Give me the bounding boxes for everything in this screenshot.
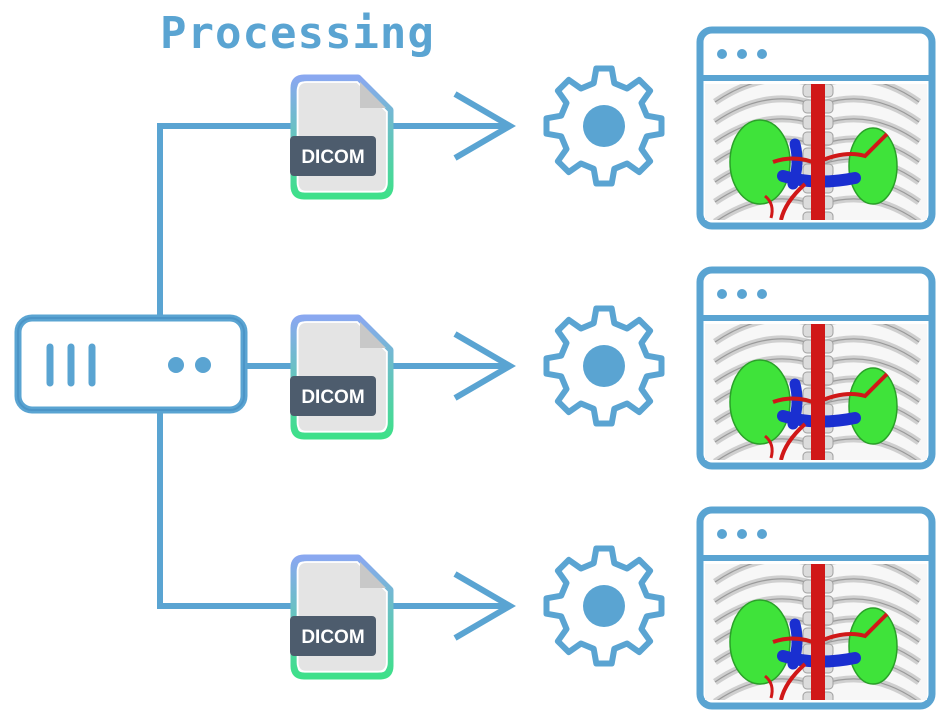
connector-top bbox=[157, 123, 305, 318]
server-led-1 bbox=[168, 357, 184, 373]
arrow-right-icon bbox=[453, 91, 516, 161]
browser-window-icon bbox=[696, 266, 936, 470]
window-dot bbox=[717, 49, 727, 59]
dicom-file-icon: DICOM bbox=[290, 554, 394, 680]
gear-icon bbox=[543, 305, 665, 427]
window-dot bbox=[717, 529, 727, 539]
window-dot bbox=[757, 289, 767, 299]
window-dot bbox=[737, 49, 747, 59]
dicom-label: DICOM bbox=[301, 627, 364, 648]
window-dot bbox=[717, 289, 727, 299]
vascular-render-image bbox=[705, 84, 927, 220]
connector-lines bbox=[157, 123, 508, 609]
window-dot bbox=[757, 49, 767, 59]
server-icon bbox=[14, 314, 248, 414]
diagram-title: Processing bbox=[160, 8, 435, 59]
vascular-render-image bbox=[705, 324, 927, 460]
dicom-label-box bbox=[290, 136, 376, 176]
gear-icon bbox=[543, 545, 665, 667]
processing-row: DICOM bbox=[290, 26, 936, 230]
arrow-right-icon bbox=[453, 571, 516, 641]
browser-window-icon bbox=[696, 506, 936, 710]
rows-layer: DICOM DICOM DICOM bbox=[290, 26, 936, 710]
connector-bottom bbox=[157, 412, 305, 609]
window-dot bbox=[737, 289, 747, 299]
dicom-label-box bbox=[290, 376, 376, 416]
server-led-2 bbox=[195, 357, 211, 373]
dicom-file-icon: DICOM bbox=[290, 74, 394, 200]
dicom-label-box bbox=[290, 616, 376, 656]
window-dot bbox=[757, 529, 767, 539]
window-dot bbox=[737, 529, 747, 539]
gear-icon bbox=[543, 65, 665, 187]
dicom-label: DICOM bbox=[301, 147, 364, 168]
dicom-label: DICOM bbox=[301, 387, 364, 408]
browser-window-icon bbox=[696, 26, 936, 230]
vascular-render-image bbox=[705, 564, 927, 700]
arrow-right-icon bbox=[453, 331, 516, 401]
server-vent-lines bbox=[46, 343, 96, 387]
processing-row: DICOM bbox=[290, 506, 936, 710]
dicom-file-icon: DICOM bbox=[290, 314, 394, 440]
processing-row: DICOM bbox=[290, 266, 936, 470]
